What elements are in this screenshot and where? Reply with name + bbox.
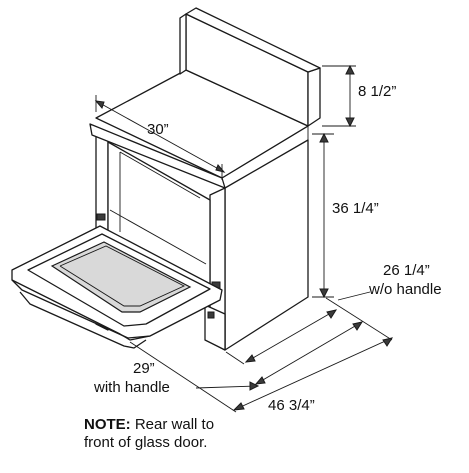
oven-door-window — [50, 241, 192, 313]
dim-depth-handle-leader — [195, 385, 259, 389]
dim-depth-extension-front — [225, 351, 245, 365]
oven-door-edge — [11, 279, 151, 341]
dim-width-line — [95, 100, 225, 173]
oven-door-handle — [19, 291, 147, 349]
cabinet-side-panel — [224, 139, 309, 351]
dim-width-arrow — [215, 164, 226, 173]
dim-depth-no-handle-leader — [337, 291, 371, 301]
backguard-top — [185, 7, 321, 73]
dim-backguard-arrow — [345, 117, 355, 128]
dim-depth-extension-door — [129, 341, 237, 413]
label-depth-with-handle-note: with handle — [93, 379, 170, 396]
dimension-labels: 30” 8 1/2” 36 1/4” 26 1/4” w/o handle 29… — [93, 83, 442, 414]
label-depth-no-handle-value: 26 1/4” — [383, 262, 430, 279]
dim-depth-handle-arrow — [352, 321, 364, 331]
dim-depth-no-handle-arrow — [244, 354, 256, 363]
dim-depth-open-arrow — [232, 402, 245, 411]
dim-depth-no-handle-line — [245, 309, 337, 363]
note-label: NOTE: — [84, 416, 131, 433]
cooktop-front-lip — [89, 123, 226, 189]
label-depth-no-handle-note: w/o handle — [368, 281, 442, 298]
dim-height-arrow — [319, 288, 329, 299]
dim-backguard-arrow — [345, 64, 355, 75]
dim-depth-handle-line — [255, 321, 363, 385]
dim-depth-handle-arrow — [254, 376, 266, 385]
dimension-lines — [94, 64, 394, 413]
label-backguard-height: 8 1/2” — [358, 83, 396, 100]
dim-depth-no-handle-arrow — [326, 309, 338, 319]
note-line-1: NOTE: Rear wall to — [84, 416, 294, 434]
label-depth-with-handle-value: 29” — [133, 360, 155, 377]
label-width: 30” — [147, 121, 169, 138]
dim-height-arrow — [319, 132, 329, 143]
range-illustration — [11, 7, 321, 351]
installation-note: NOTE: Rear wall to front of glass door. — [84, 416, 294, 452]
label-height: 36 1/4” — [332, 200, 379, 217]
backguard-side — [307, 67, 321, 127]
oven-interior-line — [119, 151, 201, 199]
dim-depth-handle-leader-arrow — [249, 381, 260, 391]
note-line-2: front of glass door. — [84, 434, 208, 451]
dim-depth-open-line — [233, 337, 393, 411]
oven-door-window-rim — [59, 245, 186, 307]
dim-depth-extension-rear — [325, 297, 393, 341]
label-depth-door-open: 46 3/4” — [268, 397, 315, 414]
backguard-left-edge — [179, 13, 187, 75]
dim-width-arrow — [94, 100, 105, 109]
door-hinge-left — [96, 213, 106, 221]
dim-depth-open-arrow — [382, 337, 394, 347]
oven-rack — [109, 209, 207, 265]
note-text-1: Rear wall to — [130, 416, 215, 433]
drawer-handle — [207, 311, 215, 319]
